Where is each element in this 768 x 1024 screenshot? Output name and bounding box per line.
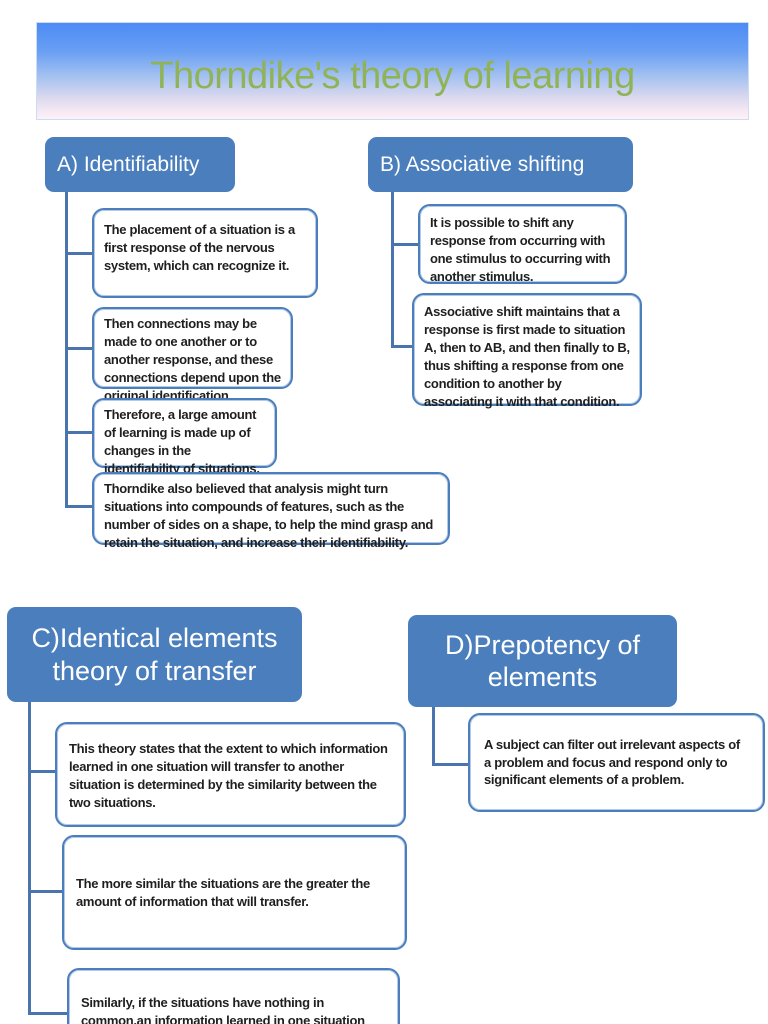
node-d-1: A subject can filter out irrelevant aspe… [468,713,765,812]
connector-b-branch-2 [391,345,412,348]
connector-b-branch-1 [391,243,418,246]
connector-a-trunk [65,192,68,508]
connector-a-branch-2 [65,347,92,350]
node-a-1: The placement of a situation is a first … [92,208,318,298]
connector-c-trunk [28,702,31,1015]
node-c-1: This theory states that the extent to wh… [55,722,406,827]
node-b-1: It is possible to shift any response fro… [418,204,627,284]
connector-a-branch-4 [65,505,92,508]
section-c-header: C)Identical elements theory of transfer [7,607,302,702]
section-a-header: A) Identifiability [45,137,235,192]
connector-c-branch-3 [28,1012,67,1015]
slide-title: Thorndike's theory of learning [150,55,635,97]
connector-c-branch-1 [28,770,55,773]
node-b-2: Associative shift maintains that a respo… [412,293,642,409]
section-b-header: B) Associative shifting [368,137,633,192]
connector-d-trunk [432,707,435,766]
node-a-3: Therefore, a large amount of learning is… [92,398,277,476]
section-d-header: D)Prepotency of elements [408,615,677,707]
connector-b-trunk [391,192,394,348]
node-c-3: Similarly, if the situations have nothin… [67,968,400,1024]
title-banner: Thorndike's theory of learning [36,22,749,120]
connector-a-branch-3 [65,431,92,434]
node-a-4: Thorndike also believed that analysis mi… [92,472,450,550]
node-a-2: Then connections may be made to one anot… [92,307,293,403]
connector-a-branch-1 [65,252,92,255]
connector-d-branch-1 [432,763,468,766]
connector-c-branch-2 [28,890,62,893]
node-c-2: The more similar the situations are the … [62,835,407,950]
